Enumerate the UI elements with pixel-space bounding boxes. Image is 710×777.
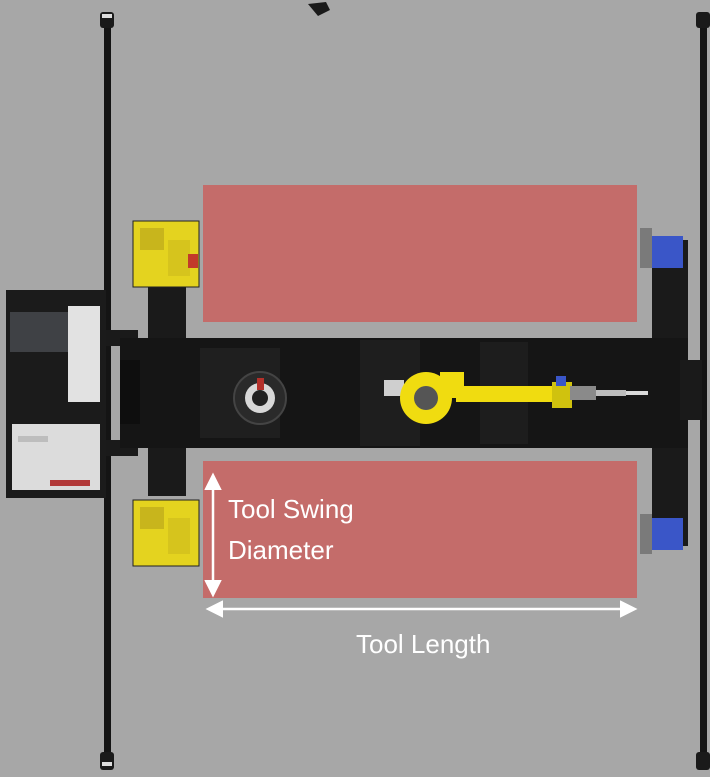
welding-robot-icon: [384, 372, 648, 424]
headstock-icon: [132, 220, 200, 567]
control-cabinet-icon: [6, 290, 106, 498]
tool-length-label: Tool Length: [356, 629, 491, 659]
tool-zone-upper: [203, 185, 637, 322]
swing-label-line1: Tool Swing: [228, 494, 354, 524]
tool-zone-lower: [203, 461, 637, 598]
tool-chuck-icon: [233, 371, 287, 425]
swing-label-line2: Diameter: [228, 535, 334, 565]
right-rail: [696, 12, 710, 770]
left-rail: [100, 12, 114, 770]
tailstock-icon: [640, 228, 702, 554]
top-fixture: [308, 2, 330, 16]
